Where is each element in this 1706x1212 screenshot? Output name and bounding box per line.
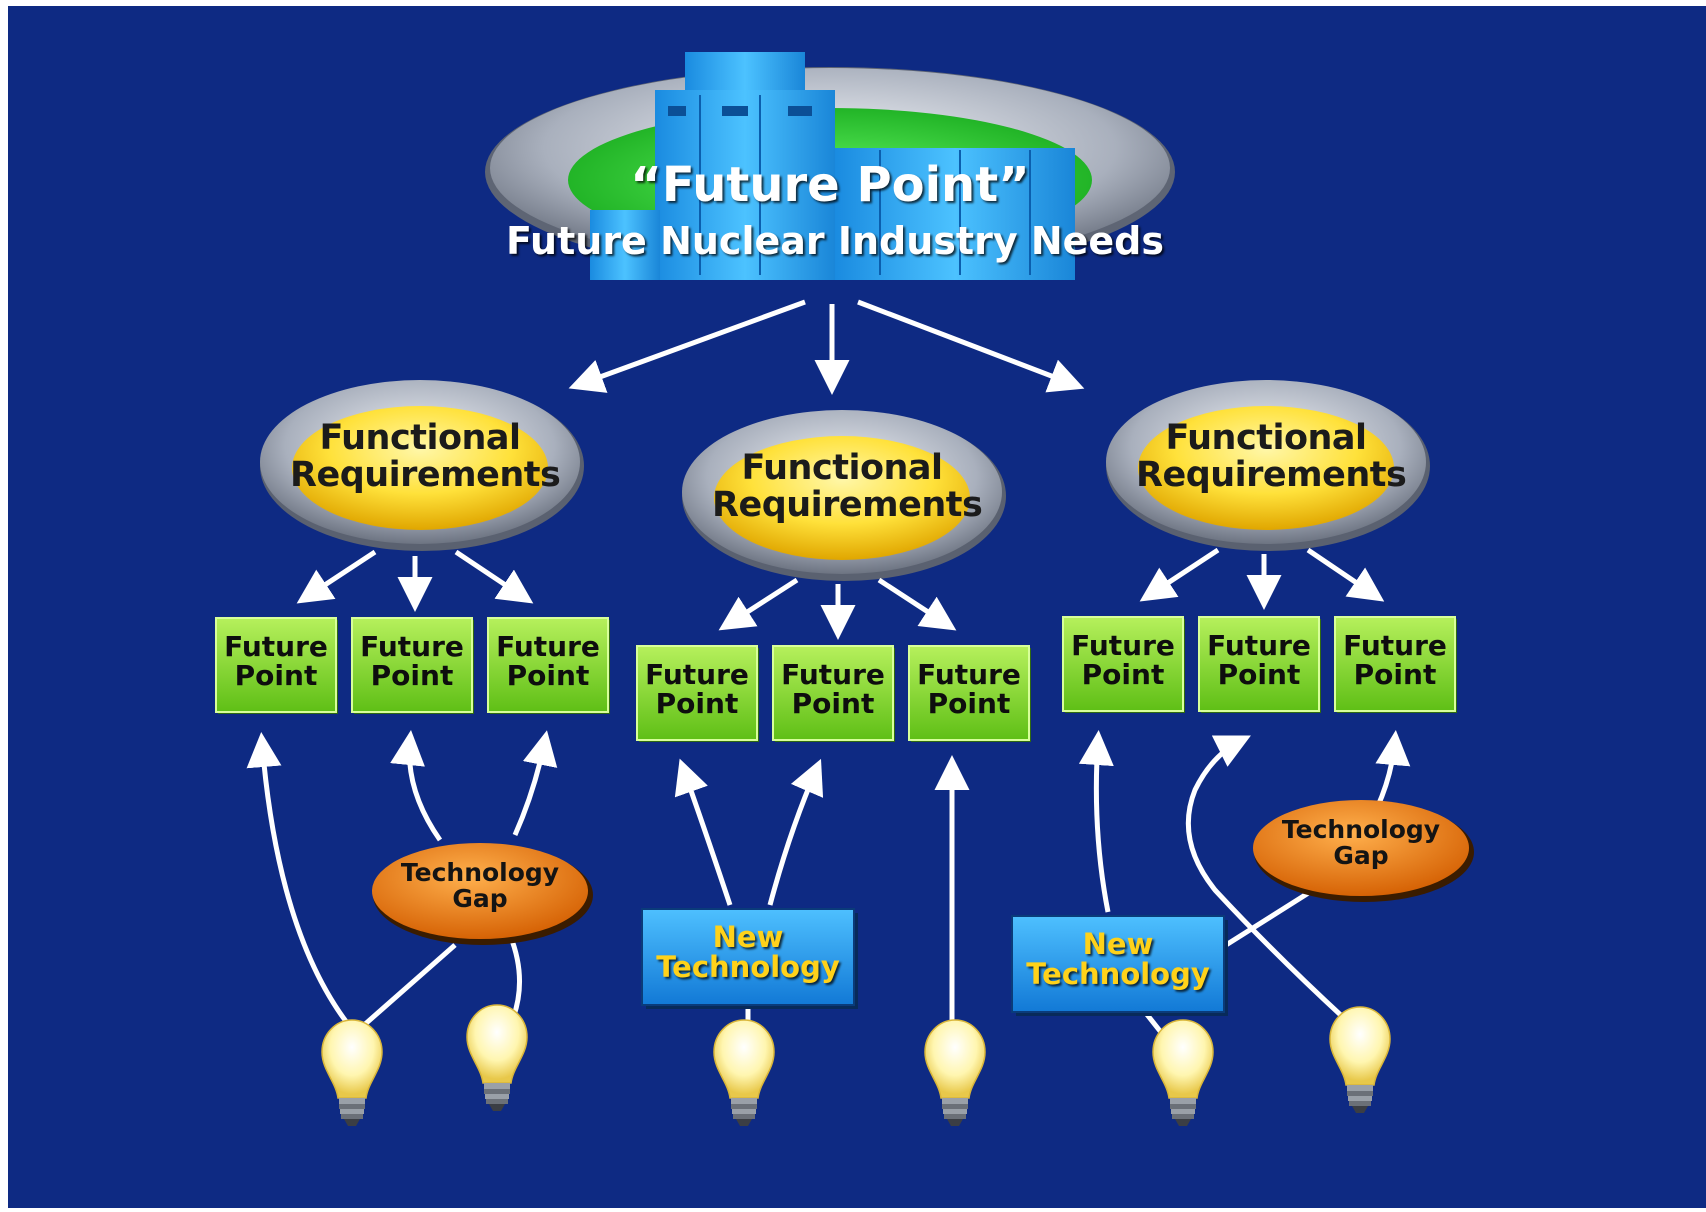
functional-requirement-1 <box>260 380 584 551</box>
future-point-box <box>215 617 337 713</box>
requirement-arrows <box>296 547 1385 640</box>
lightbulb-icon <box>1329 1006 1391 1113</box>
future-point-box <box>487 617 609 713</box>
future-point-box <box>1198 616 1320 712</box>
future-point-box <box>1062 616 1184 712</box>
future-point-boxes <box>215 616 1457 742</box>
functional-requirement-3 <box>1106 380 1430 551</box>
lightbulb-icon <box>466 1004 528 1111</box>
future-point-box <box>1334 616 1456 712</box>
technology-gap-1 <box>372 843 593 945</box>
functional-requirement-2 <box>682 410 1006 581</box>
technology-gap-2 <box>1253 800 1474 902</box>
future-point-box <box>908 645 1030 741</box>
lightbulbs <box>321 1004 1391 1126</box>
innovation-arrows <box>246 730 1411 1052</box>
future-point-box <box>351 617 473 713</box>
lightbulb-icon <box>1152 1019 1214 1126</box>
lightbulb-icon <box>924 1019 986 1126</box>
future-point-box <box>772 645 894 741</box>
hub-arrows <box>568 299 1085 395</box>
new-technology-2 <box>1011 915 1228 1016</box>
new-technology-1 <box>641 908 858 1009</box>
future-point-box <box>636 645 758 741</box>
lightbulb-icon <box>713 1019 775 1126</box>
top-hub <box>485 52 1175 280</box>
lightbulb-icon <box>321 1019 383 1126</box>
reactor-building-icon <box>590 52 1075 280</box>
